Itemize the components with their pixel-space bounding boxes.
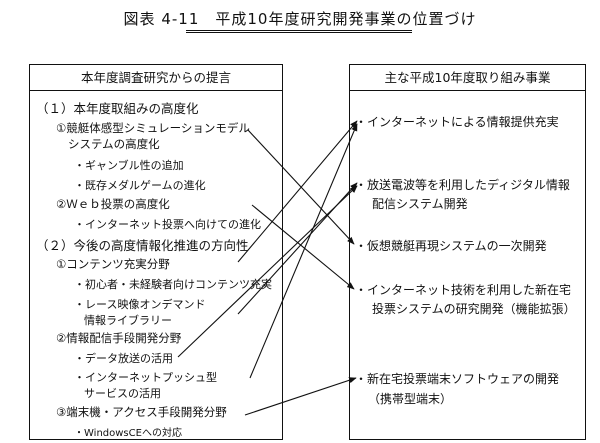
left-box: 本年度調査研究からの提言 xyxy=(29,64,283,440)
figure-title: 図表 4-11 平成10年度研究開発事業の位置づけ xyxy=(123,10,477,28)
arrow-contents-to-internet-info xyxy=(237,120,358,263)
left-box-header: 本年度調査研究からの提言 xyxy=(30,65,282,91)
proposal-item-terminal: ③端末機・アクセス手段開発分野 xyxy=(56,405,227,419)
project-home-voting-line2: 投票システムの研究開発（機能拡張） xyxy=(372,302,576,316)
proposal-item-contents: ①コンテンツ充実分野 xyxy=(56,257,170,271)
proposal-subitem-windows-ce: ・WindowsCEへの対応 xyxy=(74,428,182,439)
arrow-terminal-to-software xyxy=(244,377,357,416)
project-terminal-software-line2: （携帯型端末） xyxy=(368,392,453,406)
proposal-section-2-heading: （２）今後の高度情報化推進の方向性 xyxy=(36,238,249,253)
title-underline-2 xyxy=(186,32,412,33)
project-terminal-software: ・新在宅投票端末ソフトウェアの開発 xyxy=(355,372,560,386)
proposal-item-simulation-model: ①競艇体感型シミュレーションモデル xyxy=(56,121,250,135)
proposal-subitem-gambling: ・ギャンブル性の追加 xyxy=(74,159,184,172)
project-digital-broadcast-line2: 配信システム開発 xyxy=(372,197,468,211)
proposal-item-simulation-model-line2: システムの高度化 xyxy=(68,137,160,151)
proposal-section-1-heading: （１）本年度取組みの高度化 xyxy=(36,101,199,116)
proposal-subitem-push-line2: サービスの活用 xyxy=(84,387,161,400)
proposal-subitem-beginner-contents: ・初心者・未経験者向けコンテンツ充実 xyxy=(74,278,272,291)
right-box-header: 主な平成10年度取り組み事業 xyxy=(350,65,585,91)
proposal-subitem-race-video-line2: 情報ライブラリー xyxy=(84,314,172,327)
project-digital-broadcast: ・放送電波等を利用したディジタル情報 xyxy=(355,178,570,192)
proposal-subitem-medal-game: ・既存メダルゲームの進化 xyxy=(74,179,206,192)
proposal-subitem-internet-voting: ・インターネット投票へ向けての進化 xyxy=(74,218,261,231)
arrow-data-broadcast-to-digital-broadcast xyxy=(177,185,358,358)
proposal-subitem-data-broadcast: ・データ放送の活用 xyxy=(74,352,173,365)
proposal-subitem-push: ・インターネットプッシュ型 xyxy=(74,371,217,384)
right-box: 主な平成10年度取り組み事業 xyxy=(349,64,586,440)
proposal-item-web-voting: ②Ｗｅｂ投票の高度化 xyxy=(56,197,170,211)
project-virtual-race: ・仮想競艇再現システムの一次開発 xyxy=(355,239,547,253)
title-underline xyxy=(186,30,412,31)
proposal-subitem-race-video: ・レース映像オンデマンド xyxy=(74,298,206,311)
project-internet-info: ・インターネットによる情報提供充実 xyxy=(355,115,559,129)
arrow-push-to-internet-info xyxy=(249,123,358,379)
project-home-voting: ・インターネット技術を利用した新在宅 xyxy=(355,283,572,297)
proposal-item-distribution: ②情報配信手段開発分野 xyxy=(56,331,182,345)
arrow-web-voting-to-home-voting xyxy=(251,204,355,290)
